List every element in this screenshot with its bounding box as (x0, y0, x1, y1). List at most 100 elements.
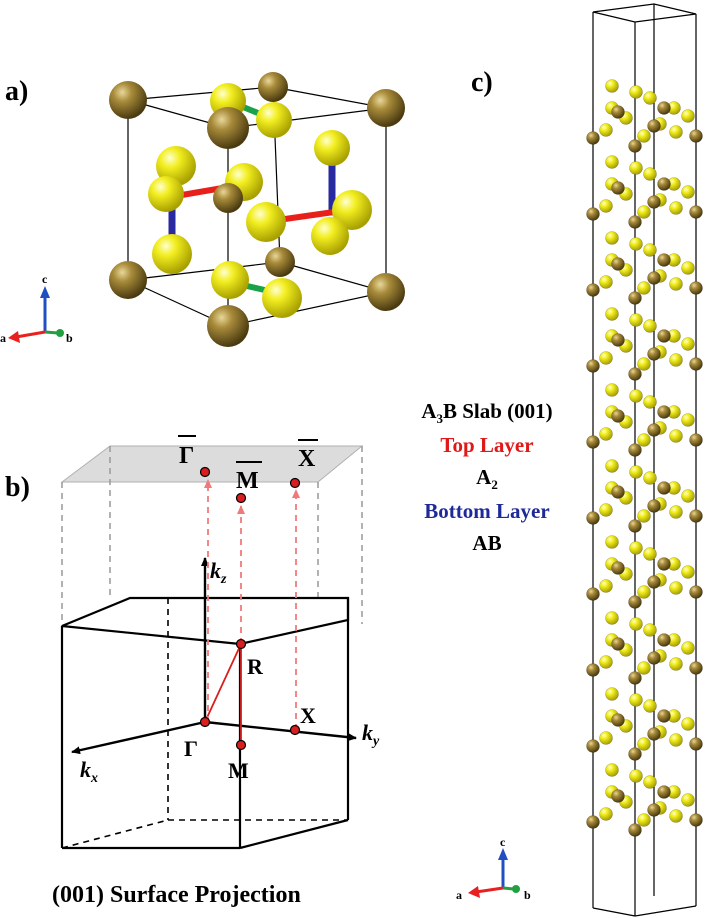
slab-atom-yellow (599, 427, 613, 441)
label-gamma: Γ (184, 736, 198, 761)
caption-surface-projection: (001) Surface Projection (52, 882, 301, 908)
slab-atom-yellow (643, 243, 657, 257)
atom-gold (367, 89, 405, 127)
point-m (235, 739, 247, 751)
slab-atom-gold (689, 205, 703, 219)
slab-atom-gold (657, 405, 671, 419)
slab-atom-yellow (629, 465, 643, 479)
slab-atom-yellow (643, 775, 657, 789)
axis-c-label: c (500, 835, 506, 849)
slab-atom-gold (628, 291, 642, 305)
label-m-bar: M (236, 468, 259, 494)
label-ky: ky (362, 720, 380, 749)
slab-atom-gold (647, 195, 661, 209)
axis-a-arrow (15, 330, 46, 339)
slab-atom-yellow (605, 535, 619, 549)
slab-atom-gold (689, 661, 703, 675)
top-layer-label: Top Layer (440, 433, 533, 457)
slab-atom-yellow (605, 763, 619, 777)
slab-atom-yellow (629, 237, 643, 251)
slab-description: A3B Slab (001) Top Layer A2 Bottom Layer… (421, 399, 552, 555)
bz-hidden-edges (61, 598, 348, 849)
slab-atom-gold (647, 803, 661, 817)
slab-atom-gold (689, 281, 703, 295)
slab-atom-yellow (681, 337, 695, 351)
slab-atom-yellow (637, 813, 651, 827)
axis-a-head (8, 331, 20, 343)
axis-a-head (468, 886, 480, 898)
atom-yellow (152, 234, 192, 274)
slab-atom-yellow (643, 395, 657, 409)
slab-atom-yellow (629, 541, 643, 555)
atom-gold (213, 183, 243, 213)
slab-atom-yellow (681, 185, 695, 199)
slab-atom-yellow (605, 383, 619, 397)
slab-atom-gold (628, 443, 642, 457)
slab-atom-yellow (605, 79, 619, 93)
slab-atom-yellow (669, 505, 683, 519)
axis-c-label: c (42, 272, 48, 286)
atom-yellow (314, 130, 350, 166)
axis-b-arrow (44, 330, 59, 335)
slab-atom-yellow (599, 731, 613, 745)
slab-atom-gold (689, 585, 703, 599)
slab-atom-gold (657, 101, 671, 115)
slab-atom-gold (647, 575, 661, 589)
slab-atom-yellow (669, 429, 683, 443)
slab-atom-gold (586, 207, 600, 221)
panel-b-brillouin-zone: b) (5, 435, 380, 908)
slab-atom-gold (628, 519, 642, 533)
slab-atoms (586, 79, 703, 837)
point-gamma-bar (199, 466, 211, 478)
slab-atom-gold (586, 511, 600, 525)
slab-atom-gold (689, 813, 703, 827)
slab-atom-gold (611, 409, 625, 423)
slab-atom-yellow (599, 275, 613, 289)
atom-yellow (246, 202, 286, 242)
slab-atom-gold (611, 561, 625, 575)
point-x (289, 724, 301, 736)
slab-atom-gold (628, 367, 642, 381)
axis-b-label: b (524, 888, 531, 902)
atom-yellow (311, 217, 349, 255)
slab-atom-yellow (681, 489, 695, 503)
panel-c-slab: c) c a b (456, 3, 703, 917)
slab-atom-yellow (669, 581, 683, 595)
axis-a-label: a (0, 331, 6, 345)
bottom-layer-label: Bottom Layer (424, 499, 549, 523)
slab-atom-yellow (605, 307, 619, 321)
slab-atom-yellow (637, 585, 651, 599)
label-kx: kx (80, 757, 98, 786)
panel-a-unit-cell: a) (0, 72, 405, 347)
point-x-bar (289, 477, 301, 489)
slab-atom-gold (657, 709, 671, 723)
bottom-layer-formula: AB (472, 531, 501, 555)
slab-atom-gold (611, 333, 625, 347)
slab-atom-yellow (669, 809, 683, 823)
slab-atom-gold (628, 215, 642, 229)
slab-atom-gold (657, 329, 671, 343)
slab-atom-yellow (637, 129, 651, 143)
slab-atom-gold (586, 131, 600, 145)
slab-atom-gold (611, 257, 625, 271)
slab-atom-gold (586, 435, 600, 449)
slab-atom-yellow (643, 471, 657, 485)
point-m-bar (235, 492, 247, 504)
panel-b-label: b) (5, 472, 30, 503)
slab-atom-gold (611, 789, 625, 803)
label-kz: kz (210, 558, 227, 587)
slab-atom-yellow (681, 565, 695, 579)
slab-atom-gold (689, 509, 703, 523)
slab-atom-gold (611, 713, 625, 727)
slab-atom-gold (586, 587, 600, 601)
atom-gold (109, 261, 147, 299)
slab-atom-yellow (643, 91, 657, 105)
slab-atom-gold (586, 359, 600, 373)
top-layer-formula: A2 (476, 465, 498, 492)
slab-atom-gold (628, 595, 642, 609)
slab-atom-yellow (599, 123, 613, 137)
slab-atom-yellow (605, 459, 619, 473)
slab-atom-gold (647, 423, 661, 437)
panel-c-label: c) (471, 67, 493, 98)
